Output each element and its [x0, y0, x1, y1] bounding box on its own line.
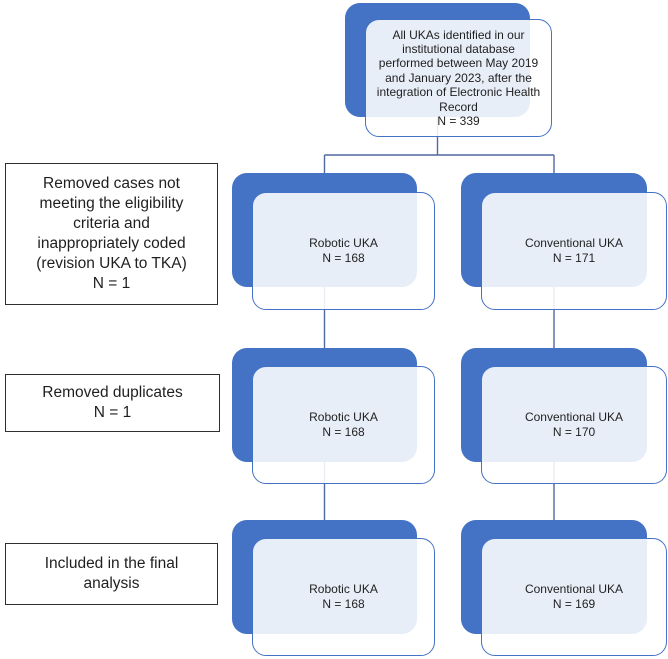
box-text-line: N = 168 [322, 597, 365, 611]
box-text-line: analysis [83, 575, 140, 592]
duplicates-exclusion-box: Removed duplicates N = 1 [5, 374, 220, 432]
box-text-line: Robotic UKA [309, 582, 378, 597]
box-text-line: meeting the eligibility [39, 195, 184, 212]
box-text-line: N = 1 [92, 275, 131, 292]
box-text-line: performed between May 2019 [378, 56, 539, 71]
box-text-line: Removed duplicates [42, 384, 183, 401]
box-text-line: N = 170 [552, 425, 596, 439]
box-text-line: N = 168 [322, 251, 365, 265]
box-text-line: Conventional UKA [524, 582, 624, 597]
box-text-line: inappropriately coded [37, 235, 186, 252]
eligibility-exclusion-box: Removed cases not meeting the eligibility… [5, 163, 218, 305]
box-text-line: institutional database [402, 41, 515, 56]
box-text-line: N = 1 [93, 404, 132, 421]
box-text-line: Robotic UKA [309, 236, 378, 251]
box-text-line: All UKAs identified in our [392, 27, 525, 42]
box-text-line: N = 171 [552, 251, 596, 265]
box-text-line: and January 2023, after the [385, 70, 532, 85]
box-text-line: Removed cases not [43, 175, 180, 192]
box-text-line: Record [439, 99, 478, 114]
box-text-line: N = 169 [552, 597, 596, 611]
box-text-line: criteria and [73, 215, 150, 232]
box-text-line: Conventional UKA [524, 236, 624, 251]
box-text-line: integration of Electronic Health [376, 85, 541, 100]
box-text-line: N = 168 [322, 425, 365, 439]
box-text-line: Conventional UKA [524, 410, 624, 425]
box-text-line: (revision UKA to TKA) [36, 255, 187, 272]
final-analysis-box: Included in the final analysis [5, 543, 218, 605]
box-text-line: Included in the final [44, 555, 179, 572]
box-text-line: N = 339 [437, 114, 480, 129]
box-text-line: Robotic UKA [309, 410, 378, 425]
